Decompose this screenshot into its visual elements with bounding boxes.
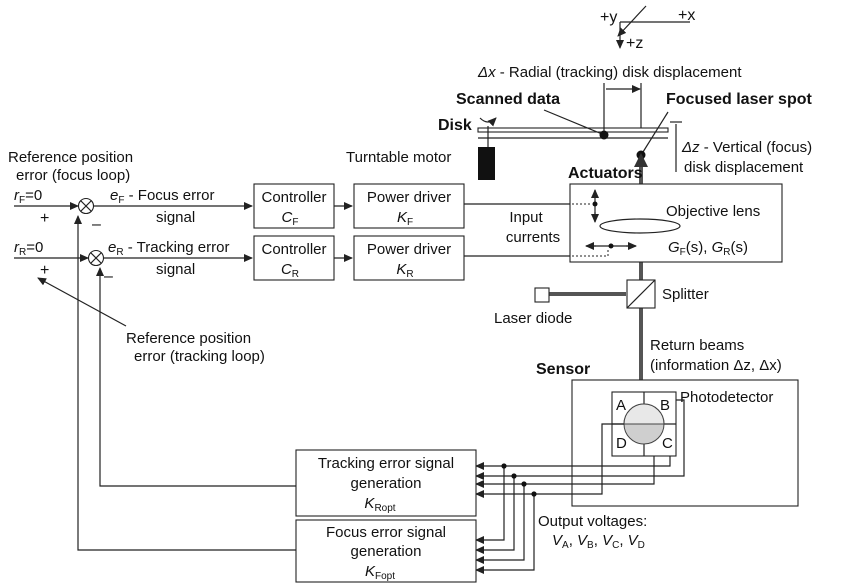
scanned-data-dot — [599, 130, 609, 140]
scanned-data-label: Scanned data — [456, 91, 560, 108]
ref-track-label-1: Reference position — [126, 330, 251, 347]
dz-label-2: disk displacement — [684, 159, 804, 176]
controller-f-block: Controller CF — [253, 183, 335, 229]
dx-label: Δx - Radial (tracking) disk displacement — [477, 64, 742, 81]
output-voltages-list: VA, VB, VC, VD — [552, 532, 645, 551]
svg-text:C: C — [662, 435, 673, 452]
axis-x-label: +x — [678, 7, 695, 24]
turntable-motor — [478, 147, 495, 180]
svg-text:Controller: Controller — [261, 189, 326, 206]
ref-focus-label-1: Reference position — [8, 149, 133, 166]
ef-label-2: signal — [156, 209, 195, 226]
disk-label: Disk — [438, 117, 472, 134]
svg-text:generation: generation — [351, 543, 422, 560]
driver-f-block: Power driver KF — [353, 183, 465, 229]
rr-label: rR=0 — [14, 239, 43, 258]
focus-minus: – — [92, 216, 101, 233]
dz-label-1: Δz - Vertical (focus) — [681, 139, 812, 156]
tracking-minus: – — [104, 268, 113, 285]
return-beams-label-1: Return beams — [650, 337, 744, 354]
tracking-summing-junction — [87, 249, 105, 267]
input-currents-label-1: Input — [509, 209, 543, 226]
sensor-label: Sensor — [536, 361, 590, 378]
photodetector: A B C D — [611, 391, 677, 457]
svg-text:KFopt: KFopt — [365, 563, 395, 582]
svg-text:CF: CF — [282, 209, 299, 228]
tracking-plus: + — [40, 262, 49, 279]
controller-r-block: Controller CR — [253, 235, 335, 281]
rf-label: rF=0 — [14, 187, 42, 206]
svg-text:KRopt: KRopt — [364, 495, 395, 514]
return-beams-label-2: (information Δz, Δx) — [650, 357, 782, 374]
tracking-error-generation-block: Tracking error signal generation KRopt — [295, 449, 477, 517]
tracking-feedback-line — [96, 267, 296, 487]
svg-text:A: A — [616, 397, 626, 414]
rotation-icon — [479, 117, 497, 127]
svg-text:KR: KR — [396, 261, 413, 280]
coordinate-axes: +y +x +z — [600, 5, 695, 52]
er-label-2: signal — [156, 261, 195, 278]
splitter — [626, 279, 656, 309]
svg-text:KF: KF — [397, 209, 413, 228]
transfer-functions-label: GF(s), GR(s) — [668, 239, 748, 258]
er-label: eR - Tracking error — [108, 239, 229, 258]
laser-diode — [534, 287, 550, 303]
objective-lens — [599, 218, 681, 234]
splitter-label: Splitter — [662, 286, 709, 303]
axis-z-label: +z — [626, 35, 643, 52]
turntable-label: Turntable motor — [346, 149, 451, 166]
objective-lens-label: Objective lens — [666, 203, 760, 220]
svg-text:Power driver: Power driver — [367, 189, 451, 206]
output-voltages-label: Output voltages: — [538, 513, 647, 530]
photodetector-label: Photodetector — [680, 389, 773, 406]
svg-text:Power driver: Power driver — [367, 241, 451, 258]
svg-text:Controller: Controller — [261, 241, 326, 258]
sensor-box — [571, 379, 799, 507]
focus-error-generation-block: Focus error signal generation KFopt — [295, 519, 477, 583]
svg-text:generation: generation — [351, 475, 422, 492]
svg-text:CR: CR — [281, 261, 299, 280]
actuators-label: Actuators — [568, 165, 643, 182]
driver-r-block: Power driver KR — [353, 235, 465, 281]
svg-text:Tracking error signal: Tracking error signal — [318, 455, 454, 472]
focused-spot-label: Focused laser spot — [666, 91, 812, 108]
svg-text:B: B — [660, 397, 670, 414]
axis-y-label: +y — [600, 9, 617, 26]
ref-track-label-2: error (tracking loop) — [134, 348, 265, 365]
disk: Disk — [438, 117, 669, 150]
svg-text:D: D — [616, 435, 627, 452]
ref-focus-label-2: error (focus loop) — [16, 167, 130, 184]
svg-text:Focus error signal: Focus error signal — [326, 524, 446, 541]
ef-label: eF - Focus error — [110, 187, 214, 206]
focus-summing-junction — [77, 197, 95, 215]
focus-plus: + — [40, 210, 49, 227]
focused-spot-dot — [636, 150, 646, 160]
focus-feedback-line — [74, 215, 296, 551]
input-currents-label-2: currents — [506, 229, 560, 246]
laser-diode-label: Laser diode — [494, 310, 572, 327]
